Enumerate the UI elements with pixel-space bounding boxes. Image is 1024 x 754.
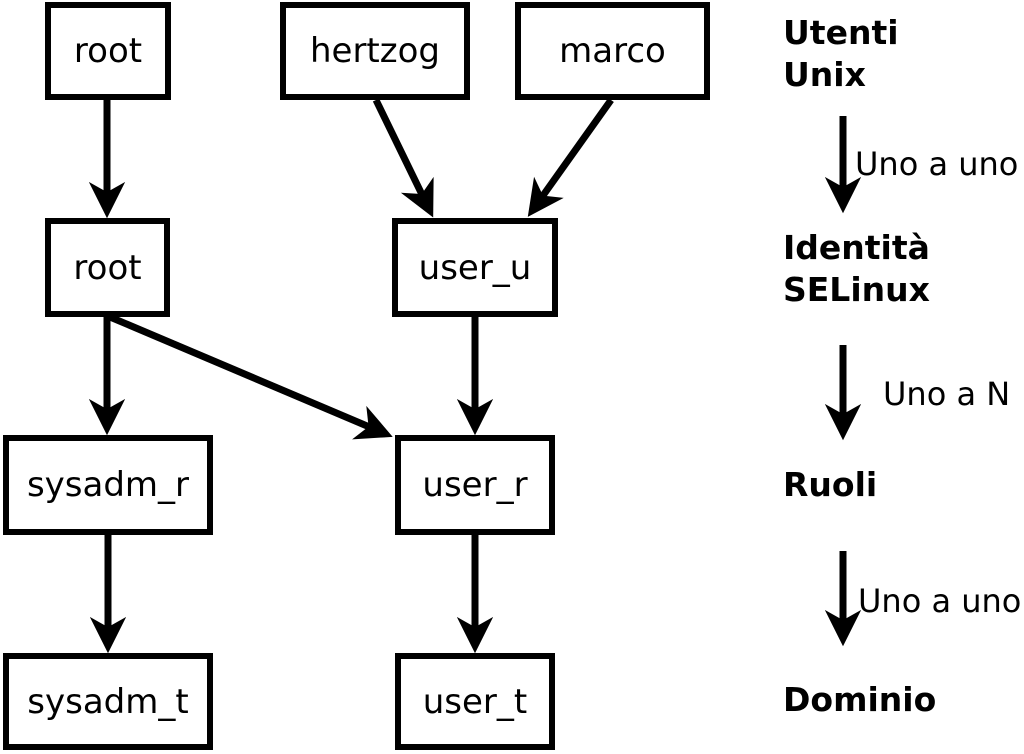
node-domain-user-t: user_t <box>395 653 555 750</box>
arrow-selroot-to-userr <box>108 313 393 440</box>
arrow-hertzog-to-useru <box>372 98 434 218</box>
node-role-sysadm-r: sysadm_r <box>3 435 213 535</box>
legend-stage-roles: Ruoli <box>783 465 878 504</box>
node-selinux-identity-root: root <box>45 218 170 317</box>
legend-stage-selinux-identity: Identità SELinux <box>783 228 930 309</box>
node-domain-sysadm-t: sysadm_t <box>3 653 213 750</box>
legend-stage-domain: Dominio <box>783 680 937 719</box>
legend-relation-one-to-one-1: Uno a uno <box>855 145 1019 183</box>
node-unix-user-marco: marco <box>515 2 710 100</box>
legend-stage-unix-users: Utenti Unix <box>783 13 899 94</box>
node-unix-user-root: root <box>45 2 171 100</box>
legend-relation-one-to-n: Uno a N <box>883 375 1011 413</box>
arrow-marco-to-useru <box>527 97 614 217</box>
node-selinux-identity-user-u: user_u <box>392 218 558 317</box>
node-unix-user-hertzog: hertzog <box>280 2 470 100</box>
node-role-user-r: user_r <box>395 435 555 535</box>
legend-relation-one-to-one-2: Uno a uno <box>858 582 1022 620</box>
